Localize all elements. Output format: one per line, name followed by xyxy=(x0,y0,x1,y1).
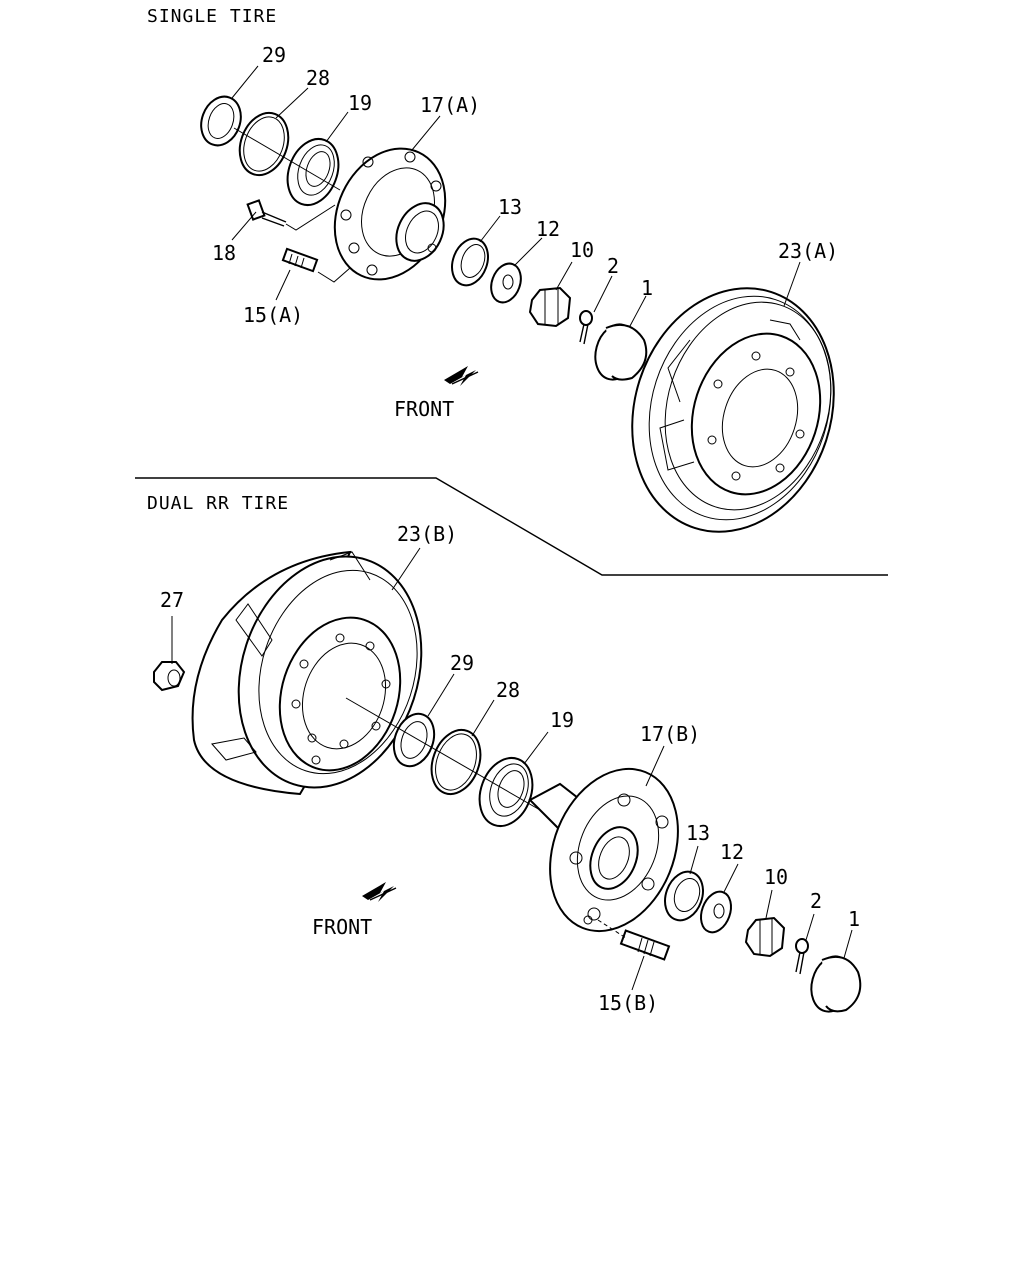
part-19-bearing xyxy=(286,138,340,206)
section-title-single: SINGLE TIRE xyxy=(147,6,277,27)
callout-13-dual: 13 xyxy=(686,821,710,845)
part-27-nut xyxy=(153,661,186,692)
part-29-seal-dual xyxy=(392,712,436,768)
callout-18: 18 xyxy=(212,241,236,265)
callout-2: 2 xyxy=(607,254,619,278)
part-12-washer xyxy=(490,262,522,304)
callout-10-dual: 10 xyxy=(764,865,788,889)
front-label-dual: FRONT xyxy=(312,915,372,939)
part-2-cotter-pin xyxy=(579,310,593,345)
callout-19-dual: 19 xyxy=(550,708,574,732)
dual-tire-assembly: FRONT 23(B) 27 29 28 19 17(B) 13 12 10 2… xyxy=(153,522,862,1015)
callout-12-dual: 12 xyxy=(720,840,744,864)
callout-17a: 17(A) xyxy=(420,93,480,117)
callout-10: 10 xyxy=(570,238,594,262)
part-23a-drum xyxy=(631,287,835,533)
part-15a-stud xyxy=(281,247,351,283)
part-12-washer-dual xyxy=(700,890,732,934)
callout-12: 12 xyxy=(536,217,560,241)
part-23b-drum xyxy=(191,550,423,796)
part-28-ring xyxy=(238,111,290,177)
callout-28: 28 xyxy=(306,66,330,90)
callout-1-dual: 1 xyxy=(848,907,860,931)
callout-28-dual: 28 xyxy=(496,678,520,702)
part-19-bearing-dual xyxy=(478,757,534,827)
section-divider xyxy=(135,477,888,576)
callout-29: 29 xyxy=(262,43,286,67)
section-title-dual: DUAL RR TIRE xyxy=(147,493,289,514)
part-17a-hub xyxy=(333,147,447,281)
callout-13: 13 xyxy=(498,195,522,219)
callout-1: 1 xyxy=(641,276,653,300)
part-13-bearing xyxy=(451,237,489,287)
front-label-single: FRONT xyxy=(394,397,454,421)
part-2-cotter-pin-dual xyxy=(795,938,809,975)
part-10-nut xyxy=(528,286,572,328)
part-29-seal xyxy=(200,95,242,147)
front-arrow-single xyxy=(444,366,479,386)
part-17b-hub xyxy=(528,767,679,933)
callout-19: 19 xyxy=(348,91,372,115)
callout-27: 27 xyxy=(160,588,184,612)
callout-29-dual: 29 xyxy=(450,651,474,675)
part-18-bolt xyxy=(246,199,336,231)
part-1-cap-dual xyxy=(810,955,862,1013)
part-10-nut-dual xyxy=(744,916,786,958)
single-tire-assembly: FRONT 29 28 19 17(A) 18 15(A) 13 12 10 2… xyxy=(200,43,838,533)
callout-23a: 23(A) xyxy=(778,239,838,263)
front-arrow-dual xyxy=(362,882,397,902)
callout-15b: 15(B) xyxy=(598,991,658,1015)
callout-2-dual: 2 xyxy=(810,889,822,913)
part-1-cap xyxy=(594,323,648,381)
callout-23b: 23(B) xyxy=(397,522,457,546)
part-15b-stud xyxy=(619,929,671,961)
part-13-bearing-dual xyxy=(664,870,704,922)
callout-17b: 17(B) xyxy=(640,722,700,746)
callout-15a: 15(A) xyxy=(243,303,303,327)
